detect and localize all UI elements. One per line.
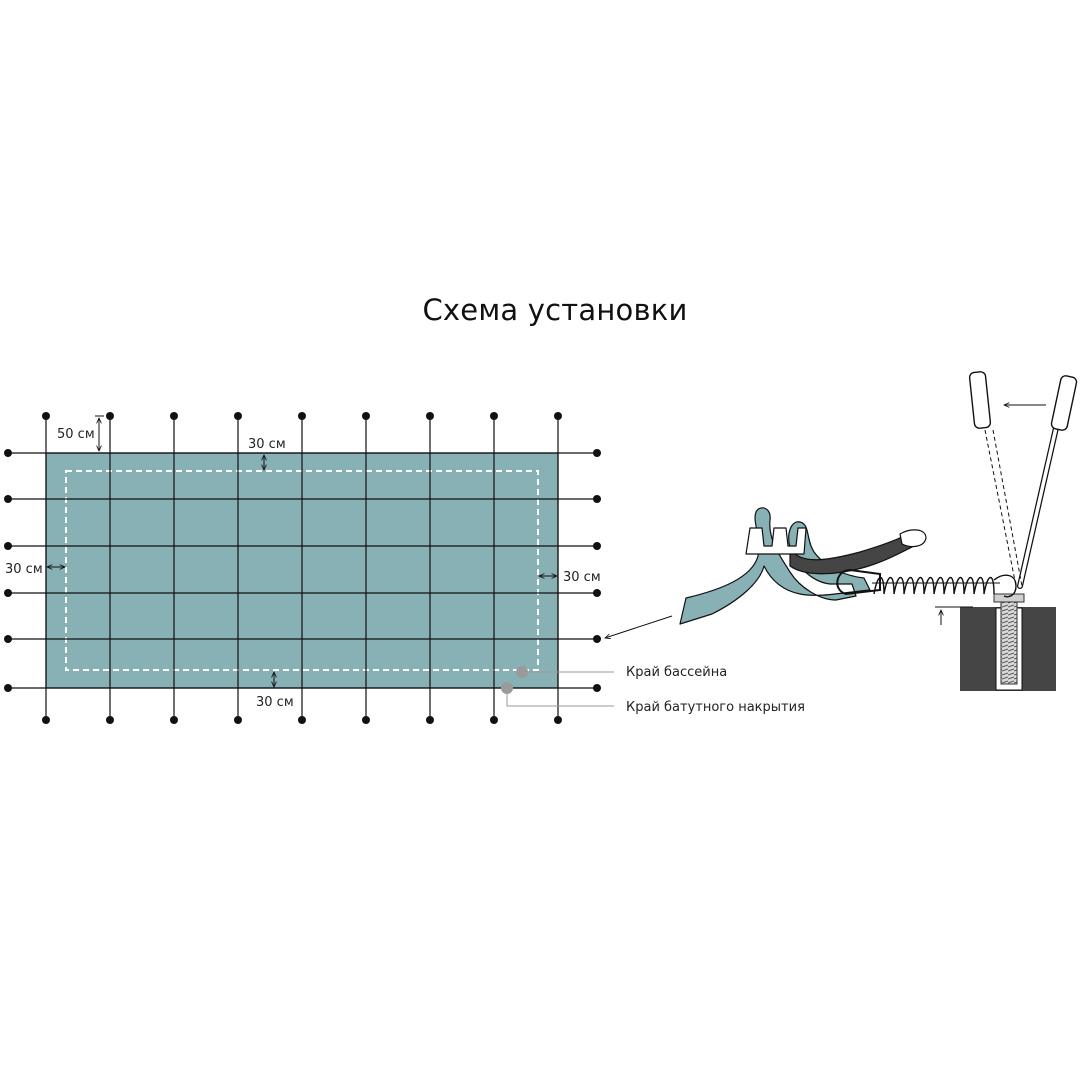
dim-inner-bottom: 30 см	[256, 672, 294, 710]
dim-top-offset: 50 см	[57, 415, 104, 451]
vertical-straps	[45, 416, 559, 720]
tension-spring	[872, 574, 1017, 598]
label-inner-top: 30 см	[248, 437, 286, 452]
dim-inner-right: 30 см	[539, 570, 601, 585]
anchor-points	[4, 412, 601, 724]
legend: Край бассейна Край батутного накрытия	[501, 665, 805, 715]
install-tool	[1017, 375, 1078, 589]
legend-cover-edge: Край батутного накрытия	[626, 700, 805, 715]
install-tool-ghost	[968, 371, 1023, 587]
label-inner-bottom: 30 см	[256, 695, 294, 710]
threaded-anchor	[1000, 599, 1018, 685]
legend-pool-edge: Край бассейна	[626, 665, 727, 680]
dim-inner-top: 30 см	[248, 437, 286, 470]
strap-buckle	[745, 527, 807, 555]
label-inner-right: 30 см	[563, 570, 601, 585]
horizontal-straps	[8, 452, 597, 689]
diagram-title: Схема установки	[422, 293, 688, 327]
cover-plan: 50 см 30 см 30 см 30 см 30 см Край бассе…	[4, 412, 805, 724]
pool-edge-marker	[516, 666, 528, 678]
anchor-detail-illustration	[679, 371, 1078, 691]
cover-edge-marker	[501, 682, 513, 694]
label-inner-left: 30 см	[5, 562, 43, 577]
label-top-offset: 50 см	[57, 427, 95, 442]
dim-inner-left: 30 см	[5, 562, 65, 577]
detail-leader-arrow	[605, 615, 673, 638]
